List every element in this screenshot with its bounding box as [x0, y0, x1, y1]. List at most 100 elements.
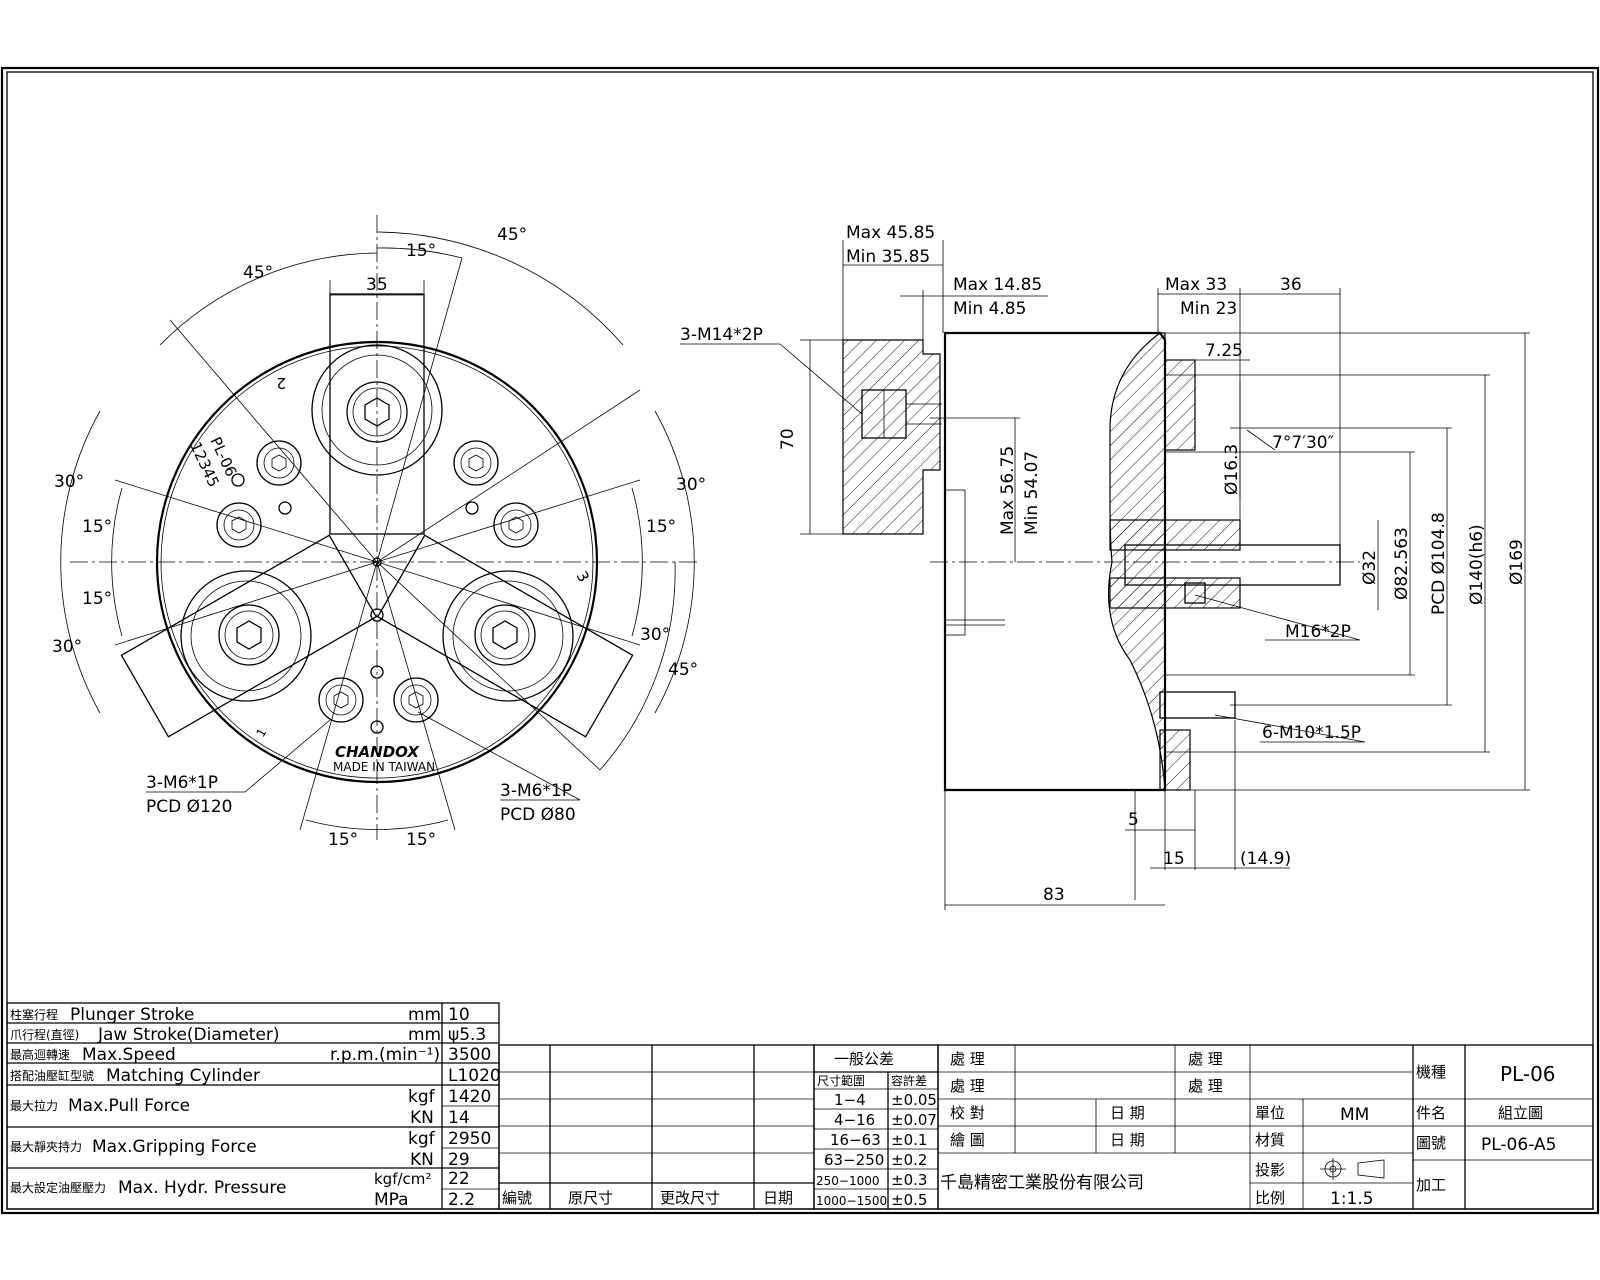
- dim-83: 83: [1043, 885, 1065, 905]
- angle-30-lower-right: 30°: [640, 625, 670, 645]
- callout-pcd120: PCD Ø120: [146, 797, 232, 817]
- jaw-bolt-top: [346, 381, 408, 443]
- mounting-screw: [453, 440, 499, 486]
- jaw-number-3: 3: [573, 568, 593, 585]
- spec-unit: KN: [410, 1108, 434, 1128]
- sheet-border: [0, 66, 1600, 1215]
- part-name-value: 組立圖: [1498, 1104, 1543, 1122]
- spec-value-max-pull-kn: 14: [448, 1108, 470, 1128]
- angle-30-upper-left: 30°: [54, 472, 84, 492]
- third-angle-projection-icon: [1320, 1158, 1385, 1180]
- brand-engraving: CHANDOX: [335, 743, 420, 761]
- spec-label-zh: 最高迴轉速: [10, 1047, 70, 1062]
- dim-35: 35: [366, 275, 388, 295]
- jaw-bolt-right: [474, 604, 536, 666]
- dim-pcd104-8: PCD Ø104.8: [1429, 512, 1449, 615]
- scale-value: 1:1.5: [1330, 1189, 1374, 1209]
- label-drawing-no: 圖號: [1416, 1134, 1446, 1152]
- angle-15-lower-left: 15°: [82, 589, 112, 609]
- spec-unit: KN: [410, 1150, 434, 1170]
- tolerance-range: 63−250: [824, 1151, 884, 1169]
- callout-m6-left: 3-M6*1P: [146, 773, 218, 793]
- jaw-pocket-top: [311, 344, 443, 476]
- center-hole: [372, 557, 382, 567]
- dim-14-9: (14.9): [1240, 849, 1291, 869]
- tolerance-range: 250−1000: [816, 1174, 880, 1188]
- tolerance-value: ±0.3: [891, 1171, 927, 1189]
- dim-arc-15-bottom: [305, 819, 449, 830]
- label-material: 材質: [1255, 1131, 1285, 1149]
- dim-phi169: Ø169: [1507, 539, 1527, 585]
- tolerance-range: 16−63: [830, 1131, 881, 1149]
- title-block: 處 理 處 理 校 對 繪 圖 日 期 日 期 處 理 處 理 單位 MM 材質…: [937, 1044, 1594, 1210]
- dim-phi140-h6: Ø140(h6): [1467, 524, 1487, 605]
- revision-header-date: 日期: [763, 1189, 793, 1207]
- mounting-screw: [393, 677, 439, 723]
- spec-label-jaw-stroke: Jaw Stroke(Diameter): [97, 1025, 280, 1045]
- callout-m6-right: 3-M6*1P: [500, 781, 572, 801]
- dim-min-485: Min 4.85: [953, 299, 1026, 319]
- tolerance-value: ±0.05: [891, 1091, 937, 1109]
- spec-label-zh: 爪行程(直徑): [10, 1027, 79, 1042]
- mounting-screw: [493, 502, 539, 548]
- dim-max-4585: Max 45.85: [846, 223, 935, 243]
- angle-15-bottom-right: 15°: [406, 830, 436, 850]
- dim-arc-45-right: [376, 231, 624, 346]
- spec-label-plunger-stroke: Plunger Stroke: [70, 1005, 194, 1025]
- label-part-name: 件名: [1416, 1104, 1446, 1122]
- dim-7-25: 7.25: [1205, 341, 1243, 361]
- jaw-section: [842, 339, 941, 535]
- spec-unit: mm: [408, 1025, 441, 1045]
- unit-value: MM: [1340, 1105, 1369, 1125]
- angle-15-top: 15°: [406, 241, 436, 261]
- dim-36: 36: [1280, 275, 1302, 295]
- label-process: 加工: [1416, 1176, 1446, 1194]
- label-unit: 單位: [1255, 1104, 1285, 1122]
- revision-header-number: 編號: [502, 1189, 532, 1207]
- dim-min-3585: Min 35.85: [846, 247, 930, 267]
- jaw-bolt-left: [218, 604, 280, 666]
- angle-15-upper-right: 15°: [646, 517, 676, 537]
- tapped-hole: [370, 720, 384, 734]
- mounting-bolt-side: [1159, 691, 1236, 719]
- dim-arc-45-left: [159, 252, 378, 346]
- callout-pcd80: PCD Ø80: [500, 805, 576, 825]
- revision-header-changed: 更改尺寸: [660, 1189, 720, 1207]
- spec-unit: kgf: [408, 1087, 436, 1107]
- tolerance-title: 一般公差: [834, 1050, 894, 1068]
- dim-5: 5: [1128, 810, 1139, 830]
- body-section-hatch: [1107, 332, 1166, 791]
- angle-45-right: 45°: [497, 225, 527, 245]
- spec-value-max-grip-kgf: 2950: [448, 1129, 491, 1149]
- dim-max-5675: Max 56.75: [998, 446, 1018, 535]
- angle-30-lower-left: 30°: [52, 637, 82, 657]
- spec-label-max-speed: Max.Speed: [82, 1045, 176, 1065]
- jaw-lower-left: [120, 534, 378, 738]
- chuck-body-chamfer: [160, 345, 594, 779]
- spec-value-matching-cylinder: L1020: [448, 1066, 501, 1086]
- callout-m16: M16*2P: [1285, 622, 1351, 642]
- dim-max-1485: Max 14.85: [953, 275, 1042, 295]
- tolerance-range: 4−16: [834, 1111, 875, 1129]
- revision-header-original: 原尺寸: [568, 1189, 613, 1207]
- spec-table: 柱塞行程 Plunger Stroke mm 10 爪行程(直徑) Jaw St…: [6, 1002, 501, 1210]
- label-approve: 處 理: [1188, 1050, 1223, 1068]
- label-model: 機種: [1416, 1063, 1446, 1081]
- tolerance-table: 一般公差 尺寸範圍 容許差 1−4 ±0.05 4−16 ±0.07 16−63…: [813, 1044, 939, 1210]
- tolerance-col-range: 尺寸範圍: [817, 1073, 865, 1088]
- spec-unit: mm: [408, 1005, 441, 1025]
- tolerance-range: 1000−1500: [816, 1194, 887, 1208]
- label-drawn: 繪 圖: [950, 1131, 985, 1149]
- spec-label-zh: 最大設定油壓壓力: [10, 1180, 106, 1195]
- tolerance-value: ±0.1: [891, 1131, 927, 1149]
- angle-15-upper-left: 15°: [82, 517, 112, 537]
- spec-label-zh: 最大靜夾持力: [10, 1139, 82, 1154]
- spec-label-max-hydr-pressure: Max. Hydr. Pressure: [118, 1178, 286, 1198]
- tapped-hole: [278, 501, 292, 515]
- spec-label-zh: 最大拉力: [10, 1098, 58, 1113]
- tolerance-value: ±0.2: [891, 1151, 927, 1169]
- dim-arc-30-left: [60, 410, 101, 714]
- tolerance-value: ±0.07: [891, 1111, 937, 1129]
- dim-angle: 7°7′30″: [1272, 433, 1334, 453]
- tapped-hole: [231, 473, 245, 487]
